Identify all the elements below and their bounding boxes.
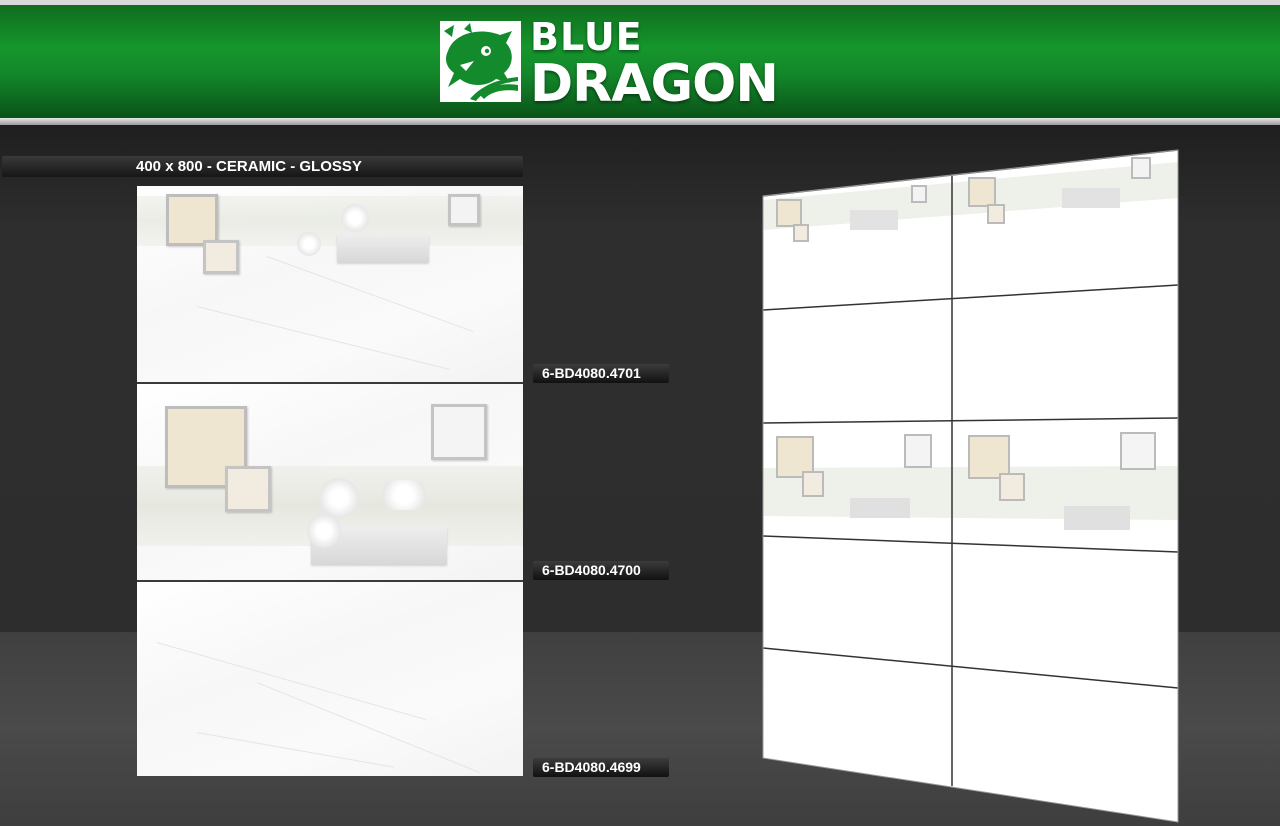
tile-separator — [137, 382, 523, 384]
preview-joint — [762, 535, 1179, 553]
tile-4701[interactable] — [137, 186, 523, 382]
tile-code-label: 6-BD4080.4700 — [533, 561, 669, 580]
header-banner — [0, 5, 1280, 118]
product-spec: 400 x 800 - CERAMIC - GLOSSY — [136, 158, 362, 175]
tile-code-label: 6-BD4080.4701 — [533, 364, 669, 383]
header-divider — [0, 118, 1280, 125]
tile-vein — [156, 642, 427, 721]
preview-frame — [999, 473, 1025, 501]
preview-frame — [987, 204, 1005, 224]
brand-line2: DRAGON — [530, 54, 779, 114]
tile-column — [137, 186, 523, 776]
tile-flower — [319, 478, 359, 518]
tile-code-label: 6-BD4080.4699 — [533, 758, 669, 777]
spec-bar — [2, 156, 523, 177]
preview-outline — [762, 149, 1179, 823]
tile-frame — [431, 404, 487, 460]
preview-joint — [762, 284, 1179, 311]
tile-vein — [256, 682, 480, 773]
preview-shelf — [850, 498, 910, 518]
tile-vein — [266, 256, 474, 333]
tile-frame — [225, 466, 271, 512]
preview-frame — [776, 199, 802, 227]
tile-flower — [307, 514, 341, 548]
tile-flower — [297, 232, 321, 256]
preview-frame — [904, 434, 932, 468]
preview-frame — [1131, 157, 1151, 179]
tile-shelf — [337, 234, 429, 262]
tile-swans — [377, 480, 431, 510]
top-strip — [0, 0, 1280, 5]
preview-frame — [1120, 432, 1156, 470]
preview-shelf — [1062, 188, 1120, 208]
preview-joint — [762, 417, 1179, 424]
preview-joint — [762, 647, 1179, 689]
tile-separator — [137, 580, 523, 582]
tile-flower — [341, 204, 369, 232]
tile-vein — [196, 306, 450, 370]
preview-shelf — [1064, 506, 1130, 530]
preview-frame — [802, 471, 824, 497]
preview-frame — [968, 435, 1010, 479]
brand-line1: BLUE — [530, 15, 643, 59]
dragon-head-icon — [440, 21, 521, 102]
preview-shelf — [850, 210, 898, 230]
tile-frame — [166, 194, 218, 246]
preview-frame — [911, 185, 927, 203]
tile-4699[interactable] — [137, 582, 523, 776]
tile-frame — [448, 194, 480, 226]
preview-frame — [793, 224, 809, 242]
tile-vein — [196, 732, 394, 768]
brand-wordmark: BLUE DRAGON — [530, 15, 779, 114]
preview-frame — [968, 177, 996, 207]
preview-frame — [776, 436, 814, 478]
tile-4700[interactable] — [137, 384, 523, 580]
tile-frame — [203, 240, 239, 274]
